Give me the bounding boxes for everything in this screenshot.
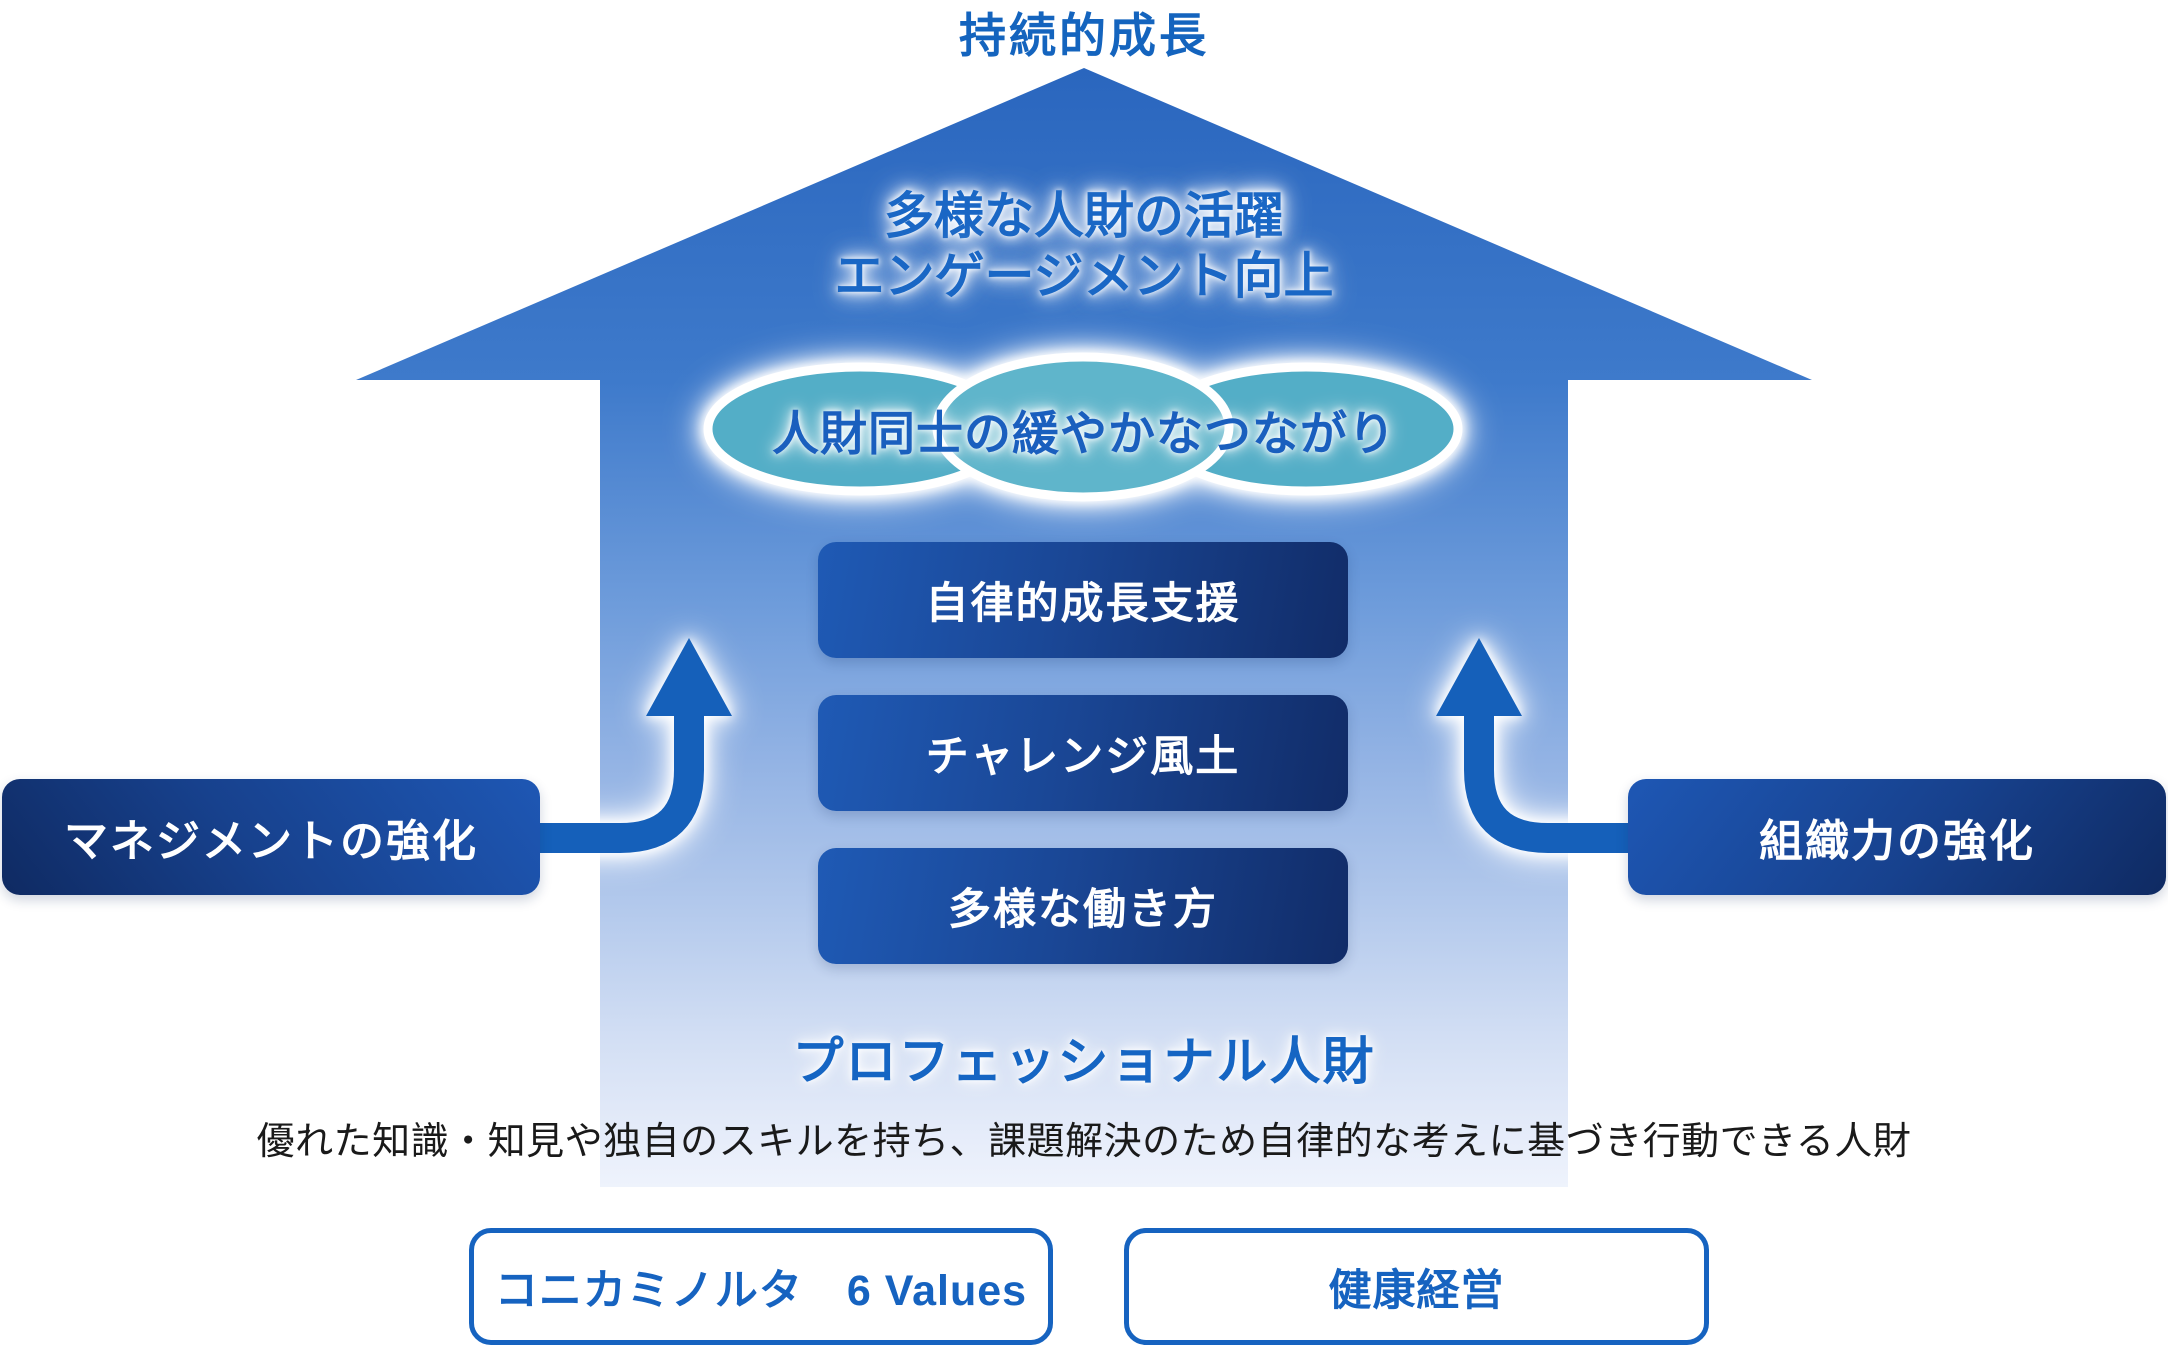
pillar-label: 多様な働き方 [948,886,1218,934]
pillar-box-autonomous-growth: 自律的成長支援 [818,542,1348,658]
right-curved-arrow [1436,638,1634,853]
side-label-text: マネジメントの強化 [64,817,478,866]
footer-box-label: 健康経営 [1328,1266,1505,1315]
connection-ellipses [703,352,1463,502]
arrow-headline-line2: エンゲージメント向上 [834,248,1334,304]
pillar-label: 自律的成長支援 [925,580,1241,628]
side-label-management: マネジメントの強化 [2,779,540,895]
right-arrowhead-icon [1436,638,1522,716]
left-arrowhead-icon [646,638,732,716]
left-curved-arrow [534,638,732,853]
connection-ellipses-label: 人財同士の緩やかなつながり [772,406,1396,460]
side-label-organization: 組織力の強化 [1628,779,2166,895]
footer-box-health-management[interactable]: 健康経営 [1124,1228,1709,1345]
page-title: 持続的成長 [959,8,1209,62]
footer-box-6values[interactable]: コニカミノルタ 6 Values [469,1228,1053,1345]
arrow-headline-line1: 多様な人財の活躍 [884,188,1284,244]
pillar-box-diverse-workstyles: 多様な働き方 [818,848,1348,964]
professional-talent-description: 優れた知識・知見や独自のスキルを持ち、課題解決のため自律的な考えに基づき行動でき… [256,1120,1912,1163]
professional-talent-title: プロフェッショナル人財 [792,1033,1376,1090]
arrow-headline: 多様な人財の活躍 エンゲージメント向上 [0,186,2168,306]
side-label-text: 組織力の強化 [1759,817,2035,866]
pillar-box-challenge-culture: チャレンジ風土 [818,695,1348,811]
ellipse-middle [932,352,1234,502]
pillar-label: チャレンジ風土 [925,733,1241,781]
footer-box-label: コニカミノルタ 6 Values [494,1266,1028,1315]
